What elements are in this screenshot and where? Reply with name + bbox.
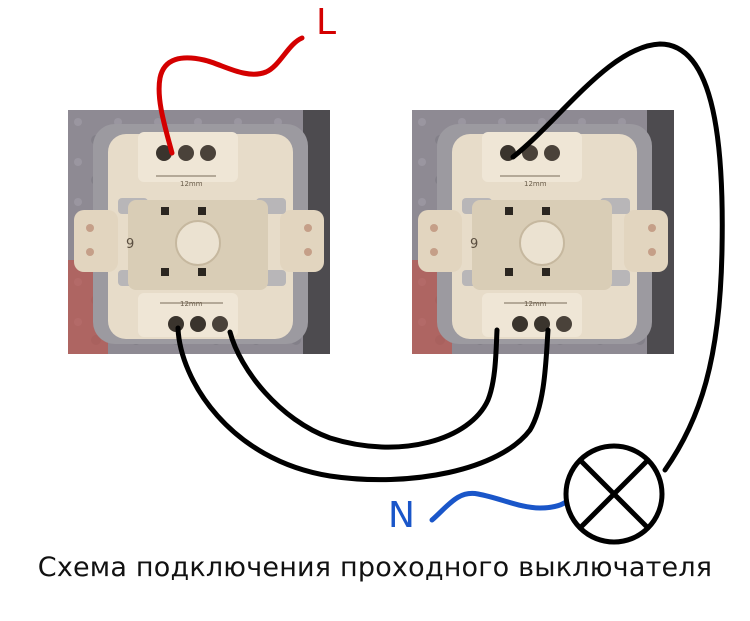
switch-right: 12mm 12mm 9: [411, 109, 675, 355]
traveler-wire-2: [227, 327, 500, 450]
neutral-label: N: [388, 495, 415, 536]
switch-mark: 9: [126, 237, 134, 252]
terminal-gap-label-bottom: 12mm: [180, 300, 203, 308]
traveler-wire-1: [175, 325, 551, 483]
switch-left: 12mm 12mm 9: [67, 109, 331, 355]
live-wire: [156, 35, 305, 156]
diagram-caption: Схема подключения проходного выключателя: [37, 552, 713, 583]
lamp-icon: [563, 443, 665, 545]
lamp-wire: [510, 41, 725, 473]
terminal-gap-label-bottom-2: 12mm: [524, 300, 547, 308]
switch-mark-2: 9: [470, 237, 478, 252]
live-label: L: [316, 2, 337, 43]
terminal-gap-label-top: 12mm: [180, 180, 203, 188]
terminal-gap-label-top-2: 12mm: [524, 180, 547, 188]
neutral-wire: [429, 490, 569, 523]
